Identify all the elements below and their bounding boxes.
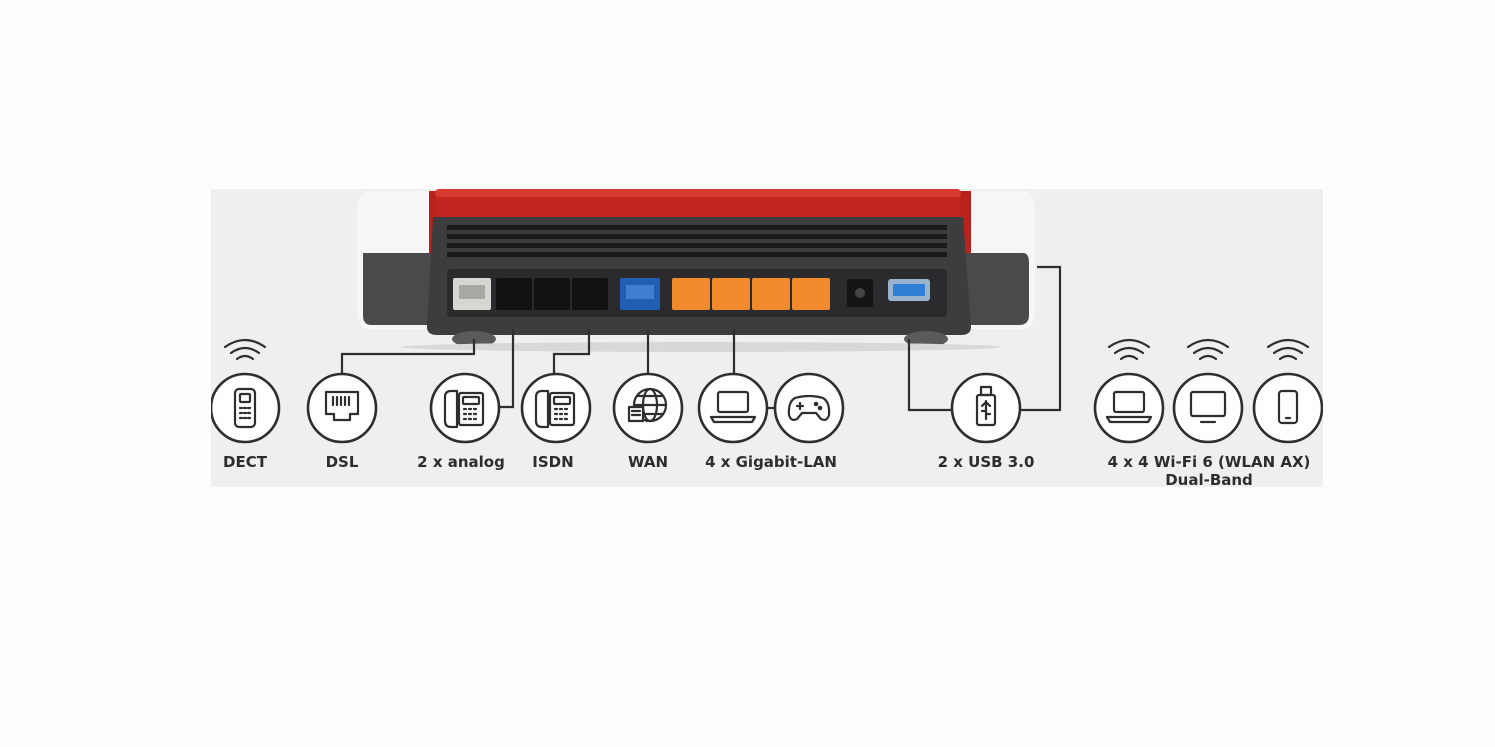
router-vent-slots	[447, 225, 947, 257]
wire-analog	[499, 329, 515, 409]
analog-phone-icon	[443, 389, 485, 429]
dsl-port	[453, 278, 491, 310]
label-dect: DECT	[223, 453, 268, 471]
wire-usb-left	[907, 339, 952, 412]
isdn-device	[520, 372, 592, 444]
monitor-icon	[1189, 390, 1227, 424]
wan-device	[612, 372, 684, 444]
wire-isdn	[552, 329, 591, 374]
router-left-wing	[363, 253, 447, 325]
analog-device	[429, 372, 501, 444]
router-shadow	[401, 342, 1001, 352]
label-wifi-band: Dual-Band	[1165, 471, 1253, 487]
dsl-device	[306, 372, 378, 444]
router-back-view	[357, 189, 1035, 352]
wifi-laptop-device	[1093, 338, 1165, 444]
isdn-phone-icon	[534, 389, 576, 429]
lan-laptop-device	[697, 372, 769, 444]
dect-phone-icon	[233, 387, 257, 429]
label-analog: 2 x analog	[417, 453, 505, 471]
power-socket	[847, 279, 873, 307]
lan-gamepad-device	[773, 372, 845, 444]
dect-wireless-icon	[223, 338, 267, 361]
connection-diagram-panel: DECT DSL 2 x analog ISDN WAN 4 x Gigabit…	[211, 189, 1323, 487]
smartphone-icon	[1277, 389, 1299, 425]
router-connection-diagram: DECT DSL 2 x analog ISDN WAN 4 x Gigabit…	[211, 189, 1323, 487]
laptop-icon	[1105, 390, 1153, 424]
usb-device	[950, 372, 1022, 444]
usb-stick-icon	[975, 385, 997, 427]
usb-port	[888, 279, 930, 301]
label-isdn: ISDN	[532, 453, 573, 471]
label-lan: 4 x Gigabit-LAN	[705, 453, 837, 471]
globe-icon	[627, 387, 668, 423]
analog-isdn-ports	[496, 278, 608, 310]
router-right-foot	[904, 331, 948, 347]
wire-usb-right	[1020, 265, 1062, 412]
wire-dsl	[340, 339, 476, 379]
laptop-icon	[709, 390, 757, 424]
label-wan: WAN	[628, 453, 668, 471]
gamepad-icon	[787, 394, 831, 421]
label-wifi: 4 x 4 Wi-Fi 6 (WLAN AX)	[1108, 453, 1311, 471]
label-usb: 2 x USB 3.0	[938, 453, 1035, 471]
wifi-smartphone-device	[1252, 338, 1323, 444]
dsl-socket-icon	[324, 390, 360, 422]
label-dsl: DSL	[326, 453, 359, 471]
router-red-highlight	[435, 189, 961, 197]
wan-port	[620, 278, 660, 310]
lan-ports	[672, 278, 830, 310]
router-right-wing	[956, 253, 1029, 325]
wifi-signal-icon	[1266, 338, 1310, 361]
dect-device	[211, 338, 281, 444]
wifi-monitor-device	[1172, 338, 1244, 444]
wifi-signal-icon	[1107, 338, 1151, 361]
wifi-signal-icon	[1186, 338, 1230, 361]
